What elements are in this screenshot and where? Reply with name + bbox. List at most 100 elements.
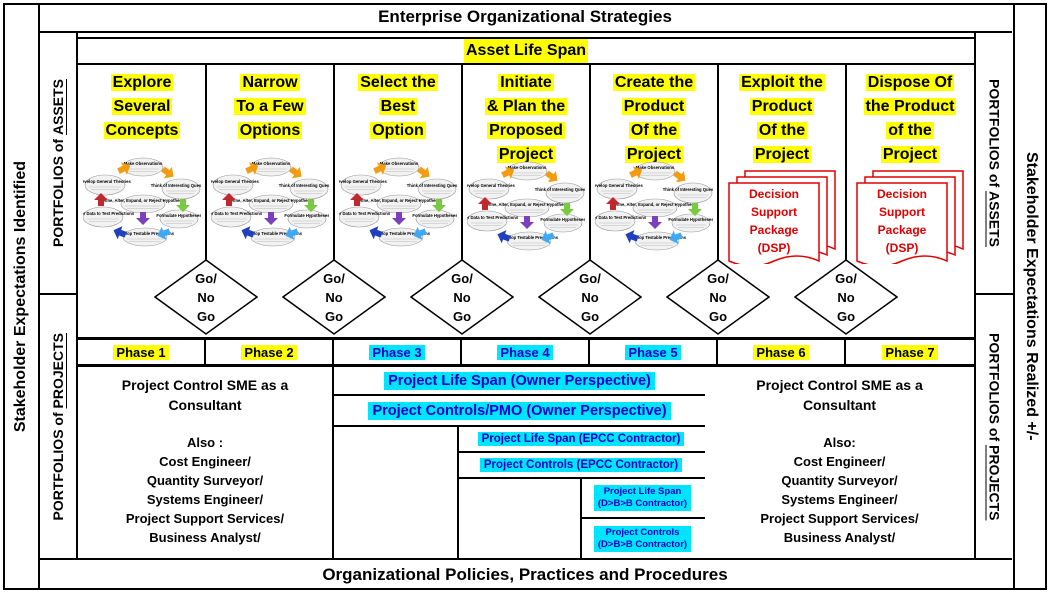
develop-theories-node: Develop General Theories [207, 174, 260, 196]
phase-label: Phase 4 [497, 344, 553, 360]
purple-arrow-icon [392, 212, 406, 225]
svg-text:Develop General Theories: Develop General Theories [339, 179, 388, 184]
svg-text:Develop Testable Predictions: Develop Testable Predictions [500, 235, 559, 240]
orange-arrow-icon [117, 162, 131, 175]
green-arrow-icon [688, 203, 702, 216]
dbb-life-span-label: Project Life Span(D>B>B Contractor) [593, 485, 692, 511]
develop-predictions-node: Develop Testable Predictions [244, 227, 303, 247]
svg-text:Think of Interesting Questions: Think of Interesting Questions [535, 187, 585, 192]
epcc-life-span-row: Project Life Span (EPCC Contractor) [457, 427, 705, 453]
dark-blue-arrow-icon [113, 226, 127, 240]
purple-arrow-icon [136, 212, 150, 225]
orange-arrow-icon [417, 166, 430, 179]
purple-arrow-icon [648, 216, 662, 229]
svg-text:Refine, Alter, Expand, or Reje: Refine, Alter, Expand, or Reject Hypothe… [612, 202, 700, 207]
gather-data-node: Gather Data to Test Predictions [200, 206, 263, 228]
column-divider [333, 65, 335, 261]
left-consultant-roles: Cost Engineer/ Quantity Surveyor/ System… [125, 454, 285, 545]
diamond-icon [666, 259, 770, 335]
left-assets-band: PORTFOLIOS of ASSETS [40, 33, 78, 295]
develop-theories-node: Develop General Theories [79, 174, 132, 196]
phase-cell-1: Phase 1 [78, 340, 206, 364]
left-assets-label: PORTFOLIOS of ASSETS [50, 78, 66, 247]
owner-life-span-row: Project Life Span (Owner Perspective) [334, 367, 705, 396]
gather-data-node: Gather Data to Test Predictions [456, 210, 519, 232]
right-projects-band: PORTFOLIOS of PROJECTS [974, 295, 1013, 558]
asset-life-span-bar: Asset Life Span [78, 37, 974, 65]
column-divider [845, 65, 847, 261]
develop-predictions-node: Develop Testable Predictions [628, 231, 687, 251]
orange-arrow-icon [545, 170, 558, 183]
refine-hypotheses-node: Refine, Alter, Expand, or Reject Hypothe… [228, 194, 316, 214]
epcc-controls-row: Project Controls (EPCC Contractor) [457, 453, 705, 479]
develop-predictions-node: Develop Testable Predictions [116, 227, 175, 247]
svg-text:Make Observations: Make Observations [252, 161, 291, 166]
right-projects-label: PORTFOLIOS of PROJECTS [986, 332, 1003, 521]
svg-text:Gather Data to Test Prediction: Gather Data to Test Predictions [83, 211, 135, 216]
think-questions-node: Think of Interesting Questions [663, 182, 724, 204]
red-arrow-icon [606, 197, 620, 210]
orange-arrow-icon [501, 166, 515, 179]
left-consultant-also: Also : [186, 435, 224, 450]
dark-blue-arrow-icon [625, 230, 639, 244]
svg-text:Gather Data to Test Prediction: Gather Data to Test Predictions [211, 211, 263, 216]
phase-cell-7: Phase 7 [846, 340, 974, 364]
svg-text:Formulate Hypotheses: Formulate Hypotheses [668, 217, 713, 222]
svg-text:Formulate Hypotheses: Formulate Hypotheses [412, 213, 457, 218]
phase-cell-3: Phase 3 [334, 340, 462, 364]
gather-data-node: Gather Data to Test Predictions [328, 206, 391, 228]
light-blue-arrow-icon [157, 226, 171, 240]
column-divider [589, 65, 591, 261]
right-consultant-title: Project Control SME as a Consultant [756, 377, 923, 413]
svg-text:Make Observations: Make Observations [636, 165, 675, 170]
diamond-icon [538, 259, 642, 335]
svg-text:Think of Interesting Questions: Think of Interesting Questions [279, 183, 329, 188]
make-observations-node: Make Observations [506, 161, 548, 181]
left-consultant-title: Project Control SME as a Consultant [121, 377, 289, 413]
dbb-life-span-row: Project Life Span(D>B>B Contractor) [580, 479, 705, 519]
formulate-hypotheses-node: Formulate Hypotheses [412, 209, 458, 229]
column-divider [717, 65, 719, 261]
footer-title: Organizational Policies, Practices and P… [322, 565, 728, 584]
phase-row: Phase 1 Phase 2 Phase 3 Phase 4 Phase 5 Phase… [78, 337, 974, 367]
phase-label: Phase 2 [241, 344, 297, 360]
header-title: Enterprise Organizational Strategies [378, 7, 672, 26]
svg-text:Formulate Hypotheses: Formulate Hypotheses [284, 213, 329, 218]
orange-arrow-icon [373, 162, 387, 175]
develop-theories-node: Develop General Theories [463, 178, 516, 200]
light-blue-arrow-icon [541, 230, 555, 244]
green-arrow-icon [560, 203, 574, 216]
phase-label: Phase 5 [625, 344, 681, 360]
svg-text:Develop General Theories: Develop General Theories [83, 179, 132, 184]
owner-controls-label: Project Controls/PMO (Owner Perspective) [368, 401, 671, 420]
left-projects-band: PORTFOLIOS of PROJECTS [40, 295, 78, 558]
footer-policies: Organizational Policies, Practices and P… [38, 558, 1012, 590]
diamond-icon [410, 259, 514, 335]
dbb-controls-row: Project Controls(D>B>B Contractor) [580, 519, 705, 558]
formulate-hypotheses-node: Formulate Hypotheses [540, 213, 586, 233]
svg-text:Refine, Alter, Expand, or Reje: Refine, Alter, Expand, or Reject Hypothe… [228, 198, 316, 203]
column-divider [461, 65, 463, 261]
red-arrow-icon [478, 197, 492, 210]
develop-theories-node: Develop General Theories [591, 178, 644, 200]
svg-text:Gather Data to Test Prediction: Gather Data to Test Predictions [467, 215, 519, 220]
green-arrow-icon [304, 199, 318, 212]
asset-life-span-label: Asset Life Span [463, 39, 589, 63]
purple-arrow-icon [264, 212, 278, 225]
left-consultant-panel: Project Control SME as a Consultant Also… [78, 367, 334, 558]
svg-text:Develop General Theories: Develop General Theories [595, 183, 644, 188]
orange-arrow-icon [673, 170, 686, 183]
